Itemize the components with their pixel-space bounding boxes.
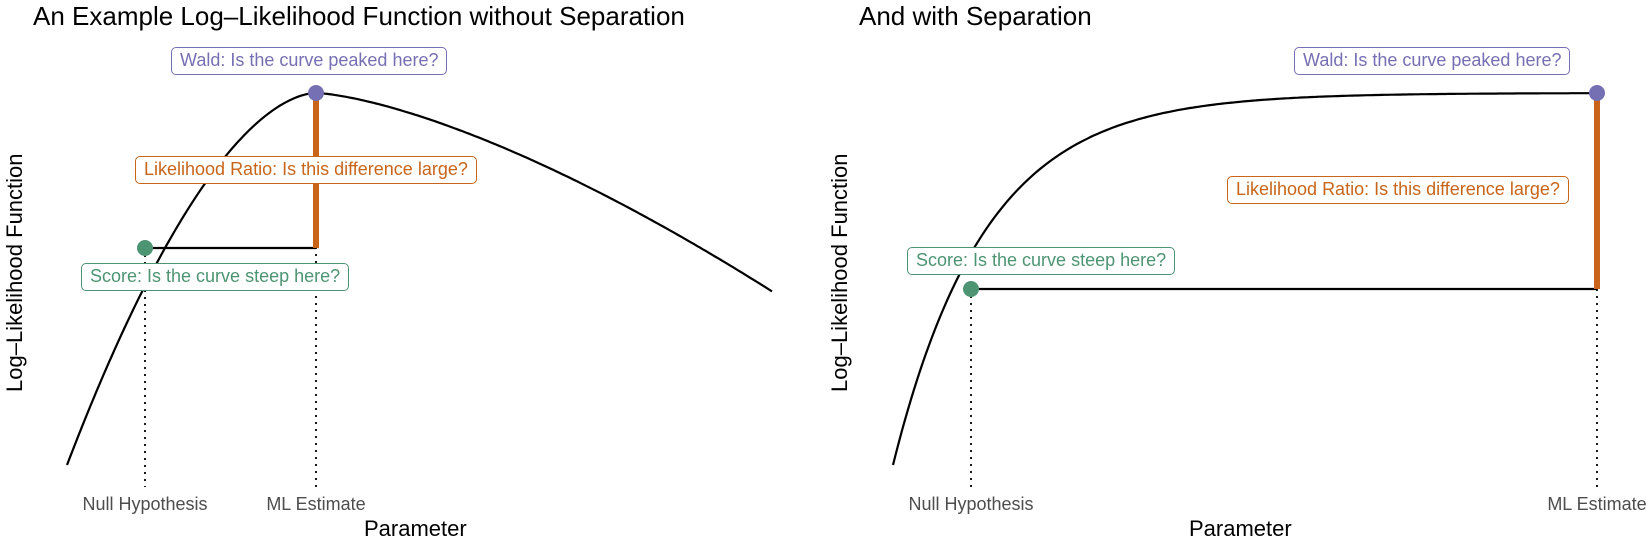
score-annotation: Score: Is the curve steep here? xyxy=(81,263,350,291)
score-annotation: Score: Is the curve steep here? xyxy=(907,247,1176,275)
wald-point xyxy=(308,85,324,101)
wald-annotation: Wald: Is the curve peaked here? xyxy=(1294,47,1571,75)
plot-area xyxy=(891,85,1605,487)
wald-point xyxy=(1589,85,1605,101)
log-likelihood-curve xyxy=(891,92,1595,466)
likelihood-ratio-annotation: Likelihood Ratio: Is this difference lar… xyxy=(135,156,477,184)
tick-ml-estimate: ML Estimate xyxy=(266,494,366,514)
chart-panel-without-separation: An Example Log–Likelihood Function witho… xyxy=(0,0,800,550)
tick-null-hypothesis: Null Hypothesis xyxy=(82,494,208,514)
chart-title: An Example Log–Likelihood Function witho… xyxy=(33,1,685,31)
log-likelihood-curve xyxy=(65,91,773,466)
chart-title: And with Separation xyxy=(859,1,1092,31)
tick-null-hypothesis: Null Hypothesis xyxy=(908,494,1034,514)
score-point xyxy=(137,240,153,256)
chart-panel-with-separation: And with Separation Log–Likelihood Funct… xyxy=(825,0,1651,550)
likelihood-ratio-annotation: Likelihood Ratio: Is this difference lar… xyxy=(1227,176,1569,204)
x-axis-label: Parameter xyxy=(364,516,467,541)
x-axis-label: Parameter xyxy=(1189,516,1292,541)
tick-ml-estimate: ML Estimate xyxy=(1547,494,1647,514)
score-point xyxy=(963,281,979,297)
wald-annotation: Wald: Is the curve peaked here? xyxy=(171,47,448,75)
